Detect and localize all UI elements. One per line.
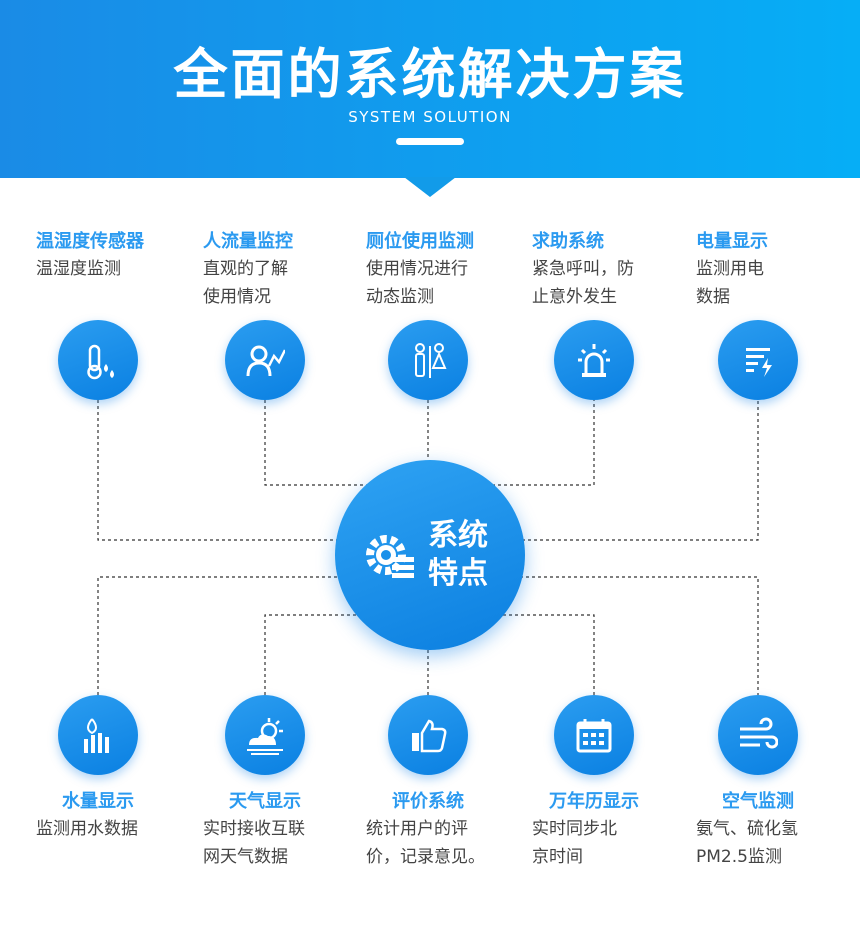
- thumbs-up-icon: [412, 719, 447, 753]
- feature-item: 天气显示实时接收互联网天气数据: [203, 789, 353, 871]
- feature-title: 电量显示: [696, 231, 768, 252]
- feature-item: 温湿度传感器温湿度监测: [36, 229, 186, 283]
- system-features-hub: 系统 特点: [335, 460, 525, 650]
- alarm-light-icon: [578, 344, 610, 377]
- feature-desc: 使用情况进行: [366, 259, 468, 279]
- feature-desc: 监测用电: [696, 259, 764, 279]
- page-subtitle: SYSTEM SOLUTION: [348, 108, 512, 126]
- weather-icon: [247, 718, 283, 755]
- feature-item: 水量显示监测用水数据: [36, 789, 186, 843]
- feature-title: 万年历显示: [549, 791, 639, 812]
- water-drop-icon: [84, 718, 109, 753]
- feature-title: 人流量监控: [203, 231, 293, 252]
- feature-desc: 实时接收互联: [203, 819, 305, 839]
- feature-circle: [554, 320, 634, 400]
- feature-title: 天气显示: [229, 791, 301, 812]
- feature-desc: 紧急呼叫，防: [532, 259, 634, 279]
- hub-label-line1: 系统: [428, 518, 488, 553]
- feature-item: 求助系统紧急呼叫，防止意外发生: [532, 229, 682, 311]
- calendar-icon: [576, 719, 612, 753]
- feature-item: 人流量监控直观的了解使用情况: [203, 229, 353, 311]
- feature-desc: 价，记录意见。: [366, 847, 485, 867]
- feature-desc: 数据: [696, 287, 730, 307]
- title-divider: [396, 138, 464, 145]
- feature-item: 空气监测氨气、硫化氢 PM2.5监测: [696, 789, 846, 871]
- feature-item: 万年历显示实时同步北京时间: [532, 789, 682, 871]
- feature-title: 厕位使用监测: [366, 231, 474, 252]
- feature-desc: 网天气数据: [203, 847, 288, 867]
- feature-desc: 氨气、硫化氢: [696, 819, 798, 839]
- feature-item: 评价系统统计用户的评价，记录意见。: [366, 789, 516, 871]
- feature-desc: 统计用户的评: [366, 819, 468, 839]
- gear-icon: [366, 535, 414, 578]
- feature-title: 空气监测: [722, 791, 794, 812]
- feature-desc: PM2.5监测: [696, 847, 782, 867]
- feature-item: 厕位使用监测使用情况进行动态监测: [366, 229, 516, 311]
- feature-desc: 止意外发生: [532, 287, 617, 307]
- feature-desc: 直观的了解: [203, 259, 288, 279]
- header-banner: 全面的系统解决方案 SYSTEM SOLUTION: [0, 0, 860, 178]
- thermometer-icon: [87, 344, 114, 380]
- feature-title: 水量显示: [62, 791, 134, 812]
- feature-circle: [388, 695, 468, 775]
- feature-circle: [58, 320, 138, 400]
- feature-circle: [554, 695, 634, 775]
- feature-desc: 动态监测: [366, 287, 434, 307]
- feature-title: 温湿度传感器: [36, 231, 144, 252]
- feature-desc: 京时间: [532, 847, 583, 867]
- page-title: 全面的系统解决方案: [173, 43, 687, 106]
- feature-circle: [718, 320, 798, 400]
- feature-title: 评价系统: [392, 791, 464, 812]
- wind-icon: [740, 717, 778, 749]
- header-pointer: [404, 177, 456, 197]
- feature-title: 求助系统: [532, 231, 604, 252]
- feature-desc: 温湿度监测: [36, 259, 121, 279]
- feature-circle: [388, 320, 468, 400]
- feature-desc: 实时同步北: [532, 819, 617, 839]
- feature-desc: 使用情况: [203, 287, 271, 307]
- feature-circle: [718, 695, 798, 775]
- feature-circle: [225, 320, 305, 400]
- power-icon: [746, 348, 772, 377]
- hub-label-line2: 特点: [428, 556, 488, 591]
- feature-item: 电量显示监测用电数据: [696, 229, 846, 311]
- feature-circle: [58, 695, 138, 775]
- restroom-icon: [415, 343, 447, 378]
- feature-circle: [225, 695, 305, 775]
- person-trend-icon: [246, 345, 285, 377]
- feature-desc: 监测用水数据: [36, 819, 138, 839]
